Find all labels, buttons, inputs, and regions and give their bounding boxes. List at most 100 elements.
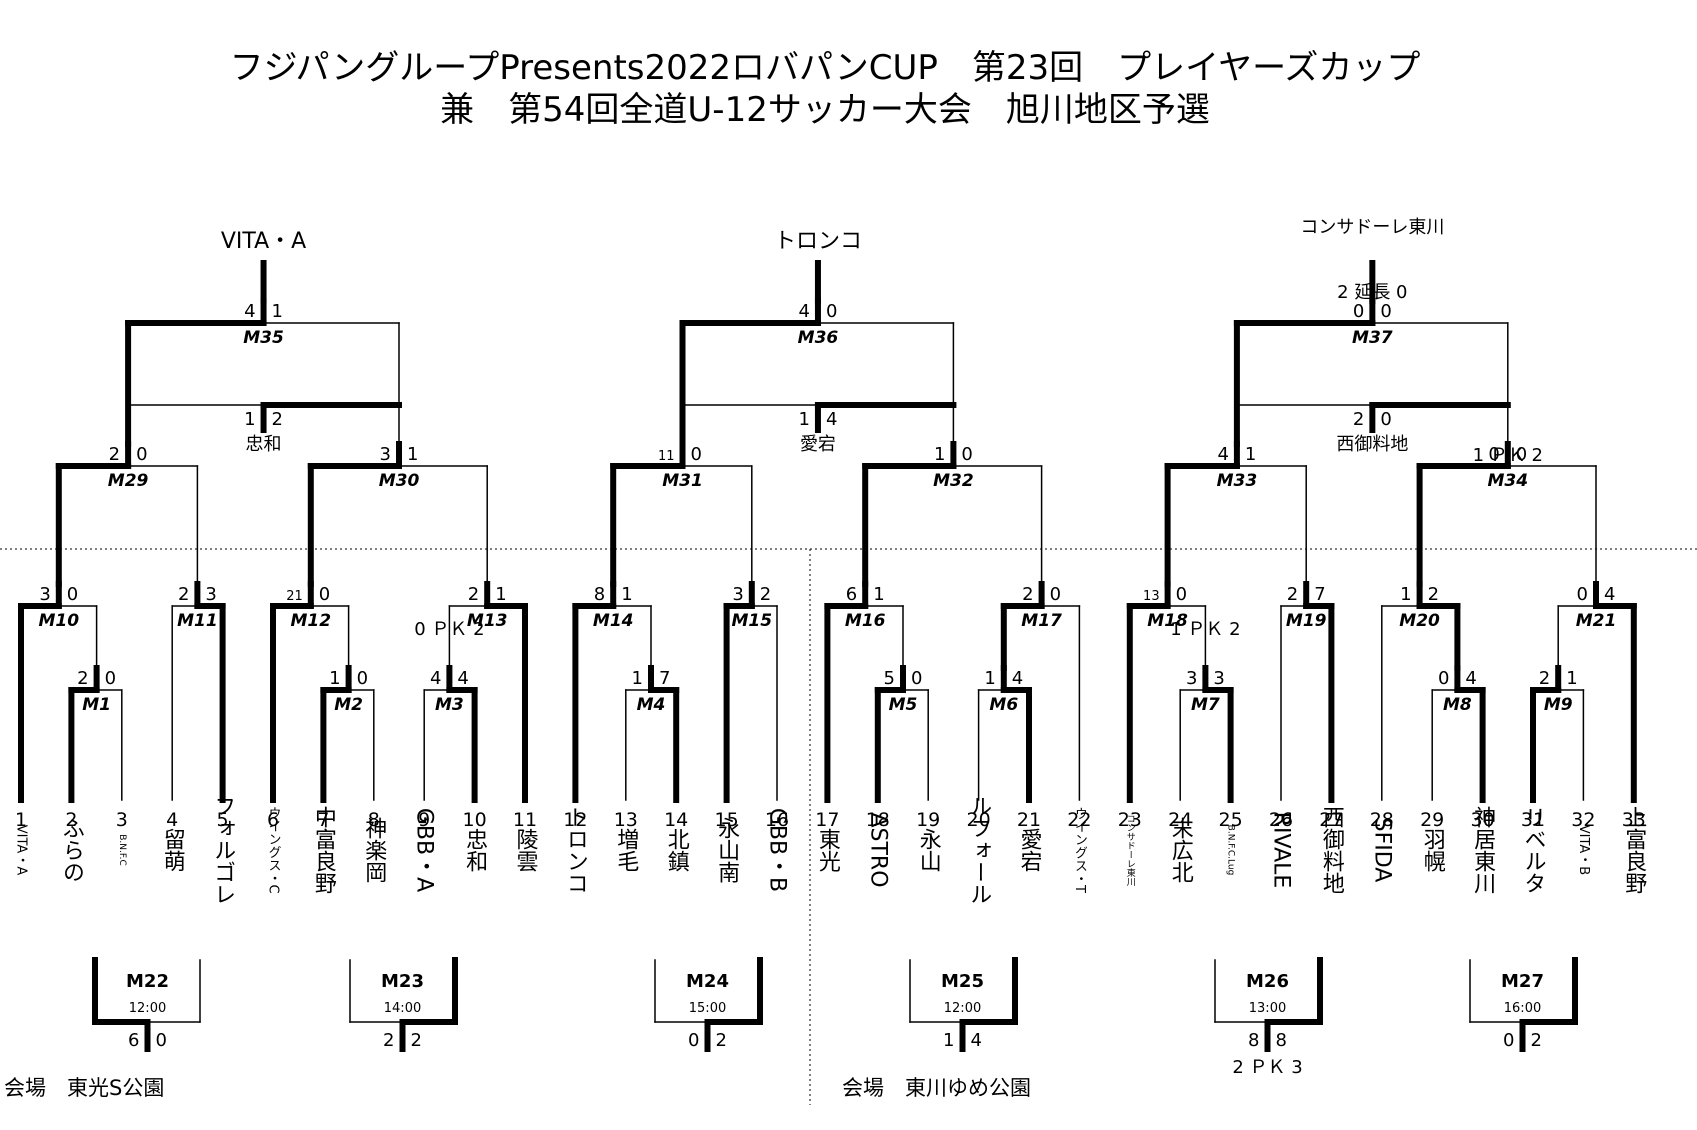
m11-label: M11 bbox=[177, 611, 218, 631]
team-name-28: SFIDA bbox=[1369, 818, 1394, 883]
m29-score-left: 2 bbox=[109, 444, 120, 465]
third-place-team-3: 西御料地 bbox=[1336, 434, 1408, 455]
m32-score-left: 1 bbox=[934, 444, 945, 465]
team-number-30: 30 bbox=[1471, 809, 1495, 831]
m10-label: M10 bbox=[39, 611, 80, 631]
m2-label: M2 bbox=[334, 695, 363, 715]
team-number-12: 12 bbox=[563, 809, 587, 831]
team-number-25: 25 bbox=[1219, 809, 1243, 831]
m13-score-left: 2 bbox=[468, 584, 479, 605]
m3-score-right: 4 bbox=[457, 668, 468, 689]
consolation-1-time: 12:00 bbox=[129, 1001, 166, 1016]
m11-score-left: 2 bbox=[178, 584, 189, 605]
team-name-27: 西御料地 bbox=[1319, 806, 1345, 894]
m2-score-right: 0 bbox=[357, 668, 368, 689]
third-place-team-1: 忠和 bbox=[246, 434, 282, 455]
m14-score-right: 1 bbox=[621, 584, 632, 605]
team-name-31: リベルタ bbox=[1521, 806, 1546, 894]
team-name-7: 中富良野 bbox=[311, 806, 337, 894]
m9-score-right: 1 bbox=[1566, 668, 1577, 689]
team-number-19: 19 bbox=[916, 809, 940, 831]
m3-score-left: 4 bbox=[430, 668, 441, 689]
team-name-6: ウイングス・C bbox=[266, 806, 282, 893]
team-number-18: 18 bbox=[866, 809, 890, 831]
m21-label: M21 bbox=[1576, 611, 1617, 631]
team-name-16: GBB・B bbox=[765, 808, 790, 892]
consolation-6-score-right: 2 bbox=[1531, 1030, 1542, 1051]
m13-label: M13 bbox=[467, 611, 508, 631]
m37-label: M37 bbox=[1352, 328, 1393, 348]
third-place-score-right-3: 0 bbox=[1380, 409, 1391, 430]
team-number-15: 15 bbox=[715, 809, 739, 831]
m1-score-left: 2 bbox=[77, 668, 88, 689]
consolation-5-score-extra: 2 ＰＫ 3 bbox=[1232, 1057, 1302, 1078]
team-name-5: フォルゴレ bbox=[210, 795, 235, 905]
consolation-2-score-left: 2 bbox=[383, 1030, 394, 1051]
m6-label: M6 bbox=[989, 695, 1018, 715]
m17-score-left: 2 bbox=[1022, 584, 1033, 605]
m10-score-right: 0 bbox=[67, 584, 78, 605]
m5-score-right: 0 bbox=[911, 668, 922, 689]
team-number-32: 32 bbox=[1571, 809, 1595, 831]
m18-score-left: 13 bbox=[1143, 589, 1160, 604]
m4-label: M4 bbox=[637, 695, 666, 715]
m15-label: M15 bbox=[732, 611, 773, 631]
team-name-22: ウイングス・T bbox=[1072, 807, 1088, 893]
consolation-2-time: 14:00 bbox=[384, 1001, 421, 1016]
team-number-24: 24 bbox=[1168, 809, 1192, 831]
team-name-14: 北鎮 bbox=[664, 828, 690, 872]
team-number-22: 22 bbox=[1067, 809, 1091, 831]
consolation-3-score-right: 2 bbox=[716, 1030, 727, 1051]
team-name-9: GBB・A bbox=[412, 808, 437, 892]
team-number-7: 7 bbox=[317, 809, 329, 831]
third-place-score-right-2: 4 bbox=[826, 409, 837, 430]
m14-label: M14 bbox=[593, 611, 634, 631]
team-number-3: 3 bbox=[116, 809, 128, 831]
consolation-5-score-right: 8 bbox=[1276, 1030, 1287, 1051]
m31-score-left: 11 bbox=[658, 449, 675, 464]
consolation-5-bg bbox=[1237, 968, 1298, 1018]
m21-score-left: 0 bbox=[1577, 584, 1588, 605]
team-number-8: 8 bbox=[368, 809, 380, 831]
venue-right: 会場 東川ゆめ公園 bbox=[842, 1076, 1031, 1100]
consolation-6-score-left: 0 bbox=[1503, 1030, 1514, 1051]
team-number-4: 4 bbox=[166, 809, 178, 831]
m17-score-right: 0 bbox=[1050, 584, 1061, 605]
m20-score-right: 2 bbox=[1428, 584, 1439, 605]
team-number-1: 1 bbox=[15, 809, 27, 831]
team-number-33: 33 bbox=[1622, 809, 1646, 831]
team-name-10: 忠和 bbox=[462, 828, 488, 872]
consolation-3-label: M24 bbox=[686, 971, 729, 992]
m30-label: M30 bbox=[379, 471, 420, 491]
team-name-4: 留萌 bbox=[160, 828, 185, 872]
team-name-1: VITA・A bbox=[14, 825, 29, 876]
m37-score-left: 0 bbox=[1353, 301, 1364, 322]
consolation-4-bg bbox=[932, 968, 993, 1018]
m4-score-right: 7 bbox=[659, 668, 670, 689]
team-name-33: 上富良野 bbox=[1621, 806, 1647, 894]
m9-score-left: 2 bbox=[1539, 668, 1550, 689]
m14-score-left: 8 bbox=[594, 584, 605, 605]
m15-score-left: 3 bbox=[732, 584, 743, 605]
team-name-13: 増毛 bbox=[613, 828, 639, 872]
title-line-1: フジパングループPresents2022ロバパンCUP 第23回 プレイヤーズカ… bbox=[229, 48, 1421, 88]
m34-label: M34 bbox=[1488, 471, 1529, 491]
consolation-6-label: M27 bbox=[1501, 971, 1544, 992]
m19-label: M19 bbox=[1286, 611, 1327, 631]
m6-score-left: 1 bbox=[984, 668, 995, 689]
team-name-19: 永山 bbox=[916, 828, 942, 872]
m7-score-right: 3 bbox=[1213, 668, 1224, 689]
consolation-2-bg bbox=[372, 968, 433, 1018]
consolation-6-time: 16:00 bbox=[1504, 1001, 1541, 1016]
m33-label: M33 bbox=[1217, 471, 1258, 491]
team-name-25: B.N.F.C.Lug bbox=[1226, 825, 1236, 876]
m8-score-left: 0 bbox=[1438, 668, 1449, 689]
team-number-26: 26 bbox=[1269, 809, 1293, 831]
m11-score-right: 3 bbox=[205, 584, 216, 605]
m34-score-extra: 1 ＰＫ 2 bbox=[1473, 445, 1543, 466]
m3-label: M3 bbox=[435, 695, 464, 715]
m29-score-right: 0 bbox=[136, 444, 147, 465]
m29-label: M29 bbox=[108, 471, 149, 491]
m4-score-left: 1 bbox=[632, 668, 643, 689]
